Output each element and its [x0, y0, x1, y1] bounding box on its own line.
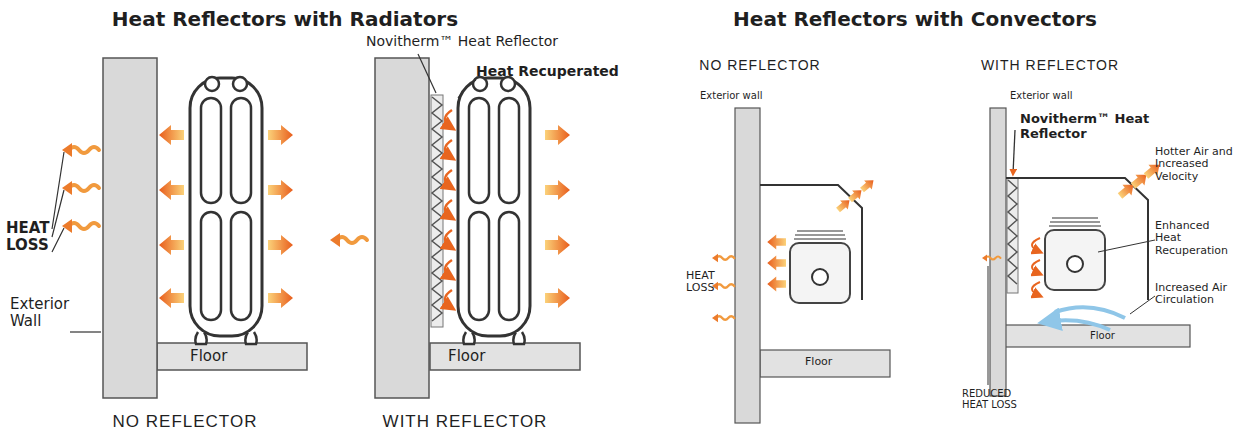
drawing-part — [1006, 178, 1148, 300]
drawing-part — [712, 282, 734, 290]
drawing-part — [159, 125, 184, 145]
reflector-label: Novitherm™ Heat Reflector — [366, 34, 596, 50]
drawing-part — [545, 180, 570, 200]
callout-text: Enhanced Heat Recuperation — [1155, 220, 1237, 257]
drawing-part — [760, 350, 890, 377]
heat-loss-label: HEAT LOSS — [6, 220, 56, 254]
heat-loss-label: REDUCED HEAT LOSS — [962, 388, 1034, 410]
drawing-part — [431, 95, 443, 327]
recuperated-heat-arrow — [445, 110, 452, 128]
drawing-part — [268, 235, 293, 255]
drawing-part — [458, 80, 476, 98]
panel-caption: NO REFLECTOR — [675, 58, 845, 74]
floor-label: Floor — [1090, 330, 1115, 341]
panel-heading: Heat Reflectors with Radiators — [60, 8, 510, 30]
recuperation-label: Heat Recuperated — [476, 64, 619, 80]
panel-radiator-no-reflector — [52, 58, 307, 398]
drawing-part — [545, 235, 570, 255]
drawing-part — [375, 58, 429, 398]
drawing-part — [1013, 130, 1015, 174]
floor-label: Floor — [448, 348, 485, 365]
drawing-part — [1007, 178, 1018, 293]
floor-label: Floor — [805, 356, 832, 368]
drawing-part — [62, 219, 99, 233]
generated-strokes — [432, 97, 1040, 321]
drawing-part — [418, 54, 436, 93]
drawing-part — [767, 277, 786, 292]
drawing-part — [988, 266, 989, 385]
reflector-label: Novitherm™ Heat Reflector — [1020, 112, 1180, 141]
drawing-part — [268, 180, 293, 200]
recuperated-heat-arrow — [1032, 282, 1040, 296]
drawing-part — [1005, 325, 1190, 347]
drawing-part — [458, 77, 530, 344]
drawing-part — [545, 125, 570, 145]
wall-label: Exterior wall — [700, 90, 762, 101]
drawing-part — [268, 288, 293, 308]
drawing-part — [157, 343, 307, 370]
drawing-part — [767, 235, 786, 250]
recuperated-heat-arrow — [1032, 238, 1040, 252]
recuperated-heat-arrow — [445, 230, 452, 248]
drawing-part — [858, 176, 877, 195]
drawing-part — [767, 256, 786, 271]
panel-caption: WITH REFLECTOR — [950, 58, 1150, 74]
recuperated-heat-arrow — [445, 170, 452, 188]
callout-text: Increased Air Circulation — [1155, 282, 1237, 307]
drawing-part — [430, 343, 580, 370]
recuperated-heat-arrow — [445, 290, 452, 308]
panel-radiator-with-reflector — [330, 54, 580, 398]
drawing-part — [712, 314, 734, 322]
reflector-zigzag — [1008, 180, 1017, 284]
drawing-part — [103, 58, 157, 398]
drawing-part — [330, 233, 367, 247]
drawing-part — [159, 180, 184, 200]
recuperated-heat-arrow — [445, 200, 452, 218]
drawing-part — [62, 181, 99, 195]
wall-label: Exterior Wall — [10, 296, 90, 330]
drawing-part — [62, 143, 99, 157]
drawing-part — [990, 108, 1006, 396]
drawing-part — [1045, 218, 1105, 290]
drawing-part — [159, 288, 184, 308]
wall-label: Exterior wall — [1010, 90, 1072, 101]
drawing-part — [268, 125, 293, 145]
drawing-part — [982, 255, 1001, 262]
panel-caption: WITH REFLECTOR — [355, 412, 575, 431]
drawing-part — [70, 331, 101, 332]
panel-convector-no-reflector — [712, 108, 890, 423]
panel-caption: NO REFLECTOR — [90, 412, 280, 431]
panel-heading: Heat Reflectors with Convectors — [690, 8, 1140, 30]
drawing-part — [790, 231, 850, 303]
drawing-part — [712, 254, 734, 262]
heat-loss-label: HEAT LOSS — [686, 270, 726, 295]
recuperated-heat-arrow — [445, 260, 452, 278]
recuperated-heat-arrow — [1032, 260, 1040, 274]
callout-text: Hotter Air and Increased Velocity — [1155, 146, 1237, 183]
drawing-part — [1130, 296, 1155, 314]
recuperated-heat-arrow — [445, 140, 452, 158]
drawing-part — [735, 108, 760, 423]
drawing-part — [190, 77, 262, 344]
drawing-part — [545, 288, 570, 308]
reflector-zigzag — [432, 97, 442, 321]
drawing-part — [159, 235, 184, 255]
floor-label: Floor — [190, 348, 227, 365]
drawing-part — [1045, 307, 1125, 330]
drawing-part — [1098, 240, 1155, 252]
drawing-part — [52, 152, 64, 252]
